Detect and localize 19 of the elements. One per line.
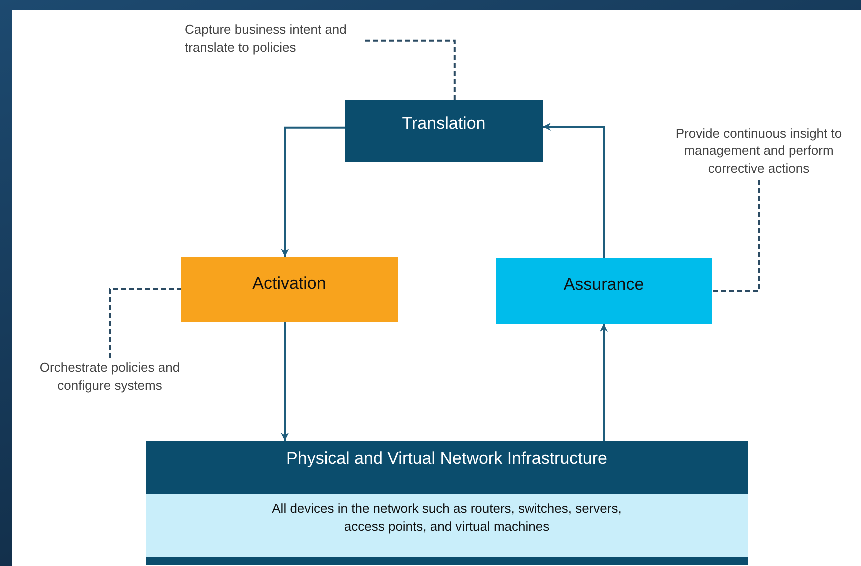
annotation-text: Orchestrate policies and configure systems xyxy=(20,358,200,396)
layer-title: Physical and Virtual Network Infrastructure xyxy=(286,448,608,470)
layer-description: All devices in the network such as routers, switches, servers, access points, and virtual machines xyxy=(146,494,748,557)
process-box xyxy=(345,100,543,162)
arrow xyxy=(281,126,345,257)
box-label: Translation xyxy=(402,114,486,134)
leader-line xyxy=(365,40,456,100)
annotation-text: Provide continuous insight to management and perform corrective actions xyxy=(660,122,858,180)
infrastructure-layer xyxy=(146,441,748,565)
leader-line xyxy=(712,180,760,292)
process-box xyxy=(496,258,712,324)
leader-line xyxy=(109,288,181,358)
annotation-text: Capture business intent and translate to policies xyxy=(185,20,365,58)
box-label: Activation xyxy=(252,274,326,294)
arrow xyxy=(543,122,605,258)
box-label: Assurance xyxy=(564,275,644,295)
process-box xyxy=(181,257,398,322)
arrow xyxy=(281,322,290,441)
arrow xyxy=(600,324,608,441)
